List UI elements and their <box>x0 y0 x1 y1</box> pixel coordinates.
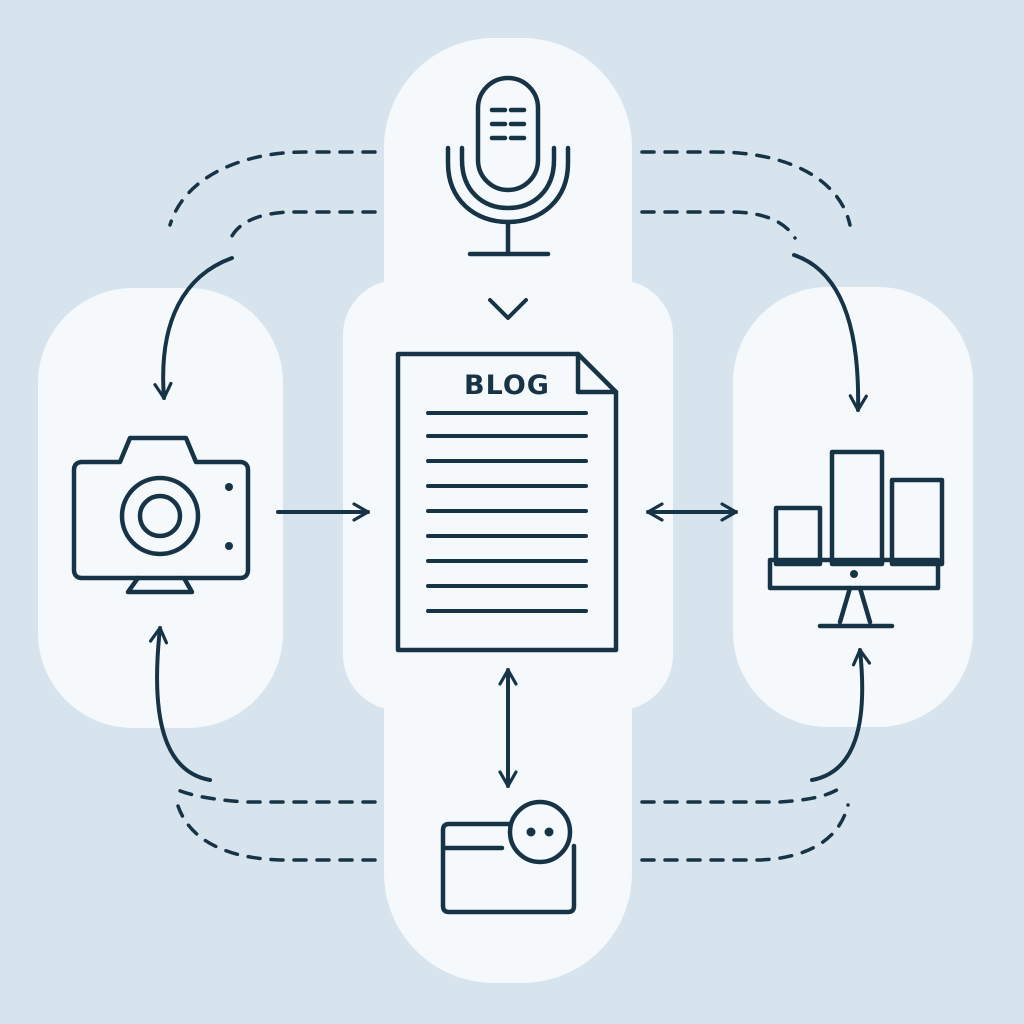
diagram-strokes: BLOG <box>71 75 945 915</box>
blog-label: BLOG <box>464 370 550 401</box>
document-text-lines <box>426 411 588 613</box>
dashed-arc-top-left-outer <box>168 150 377 227</box>
blog-document-icon <box>395 351 619 653</box>
center-blog-panel <box>343 280 673 710</box>
curved-arrow-to-camera <box>153 256 234 400</box>
chat-dot-right <box>544 827 554 837</box>
dashed-arc-bottom-left-outer <box>176 804 377 862</box>
dashed-arc-bottom-left-inner <box>176 788 377 804</box>
curved-arrow-to-analytics <box>792 253 868 412</box>
dashed-arc-bottom-right-inner <box>640 786 842 804</box>
browser-window-icon <box>440 799 577 915</box>
curved-arrow-up-to-analytics <box>810 648 872 782</box>
chat-dot-left <box>526 827 536 837</box>
monitor-power-dot <box>850 570 858 578</box>
chevron-down-icon <box>488 298 528 320</box>
dashed-arc-top-left-inner <box>230 210 377 238</box>
dashed-arc-bottom-right-outer <box>640 803 850 862</box>
left-panel <box>38 288 283 728</box>
camera-dot-bottom <box>225 542 233 550</box>
camera-icon <box>71 435 251 595</box>
camera-dot-top <box>225 483 233 491</box>
curved-arrow-up-to-camera <box>148 626 212 782</box>
right-panel <box>733 287 973 727</box>
analytics-monitor-icon <box>767 449 945 629</box>
dashed-arc-top-right-inner <box>640 210 797 240</box>
dashed-arc-top-right-outer <box>640 150 852 227</box>
microphone-icon <box>445 75 571 257</box>
